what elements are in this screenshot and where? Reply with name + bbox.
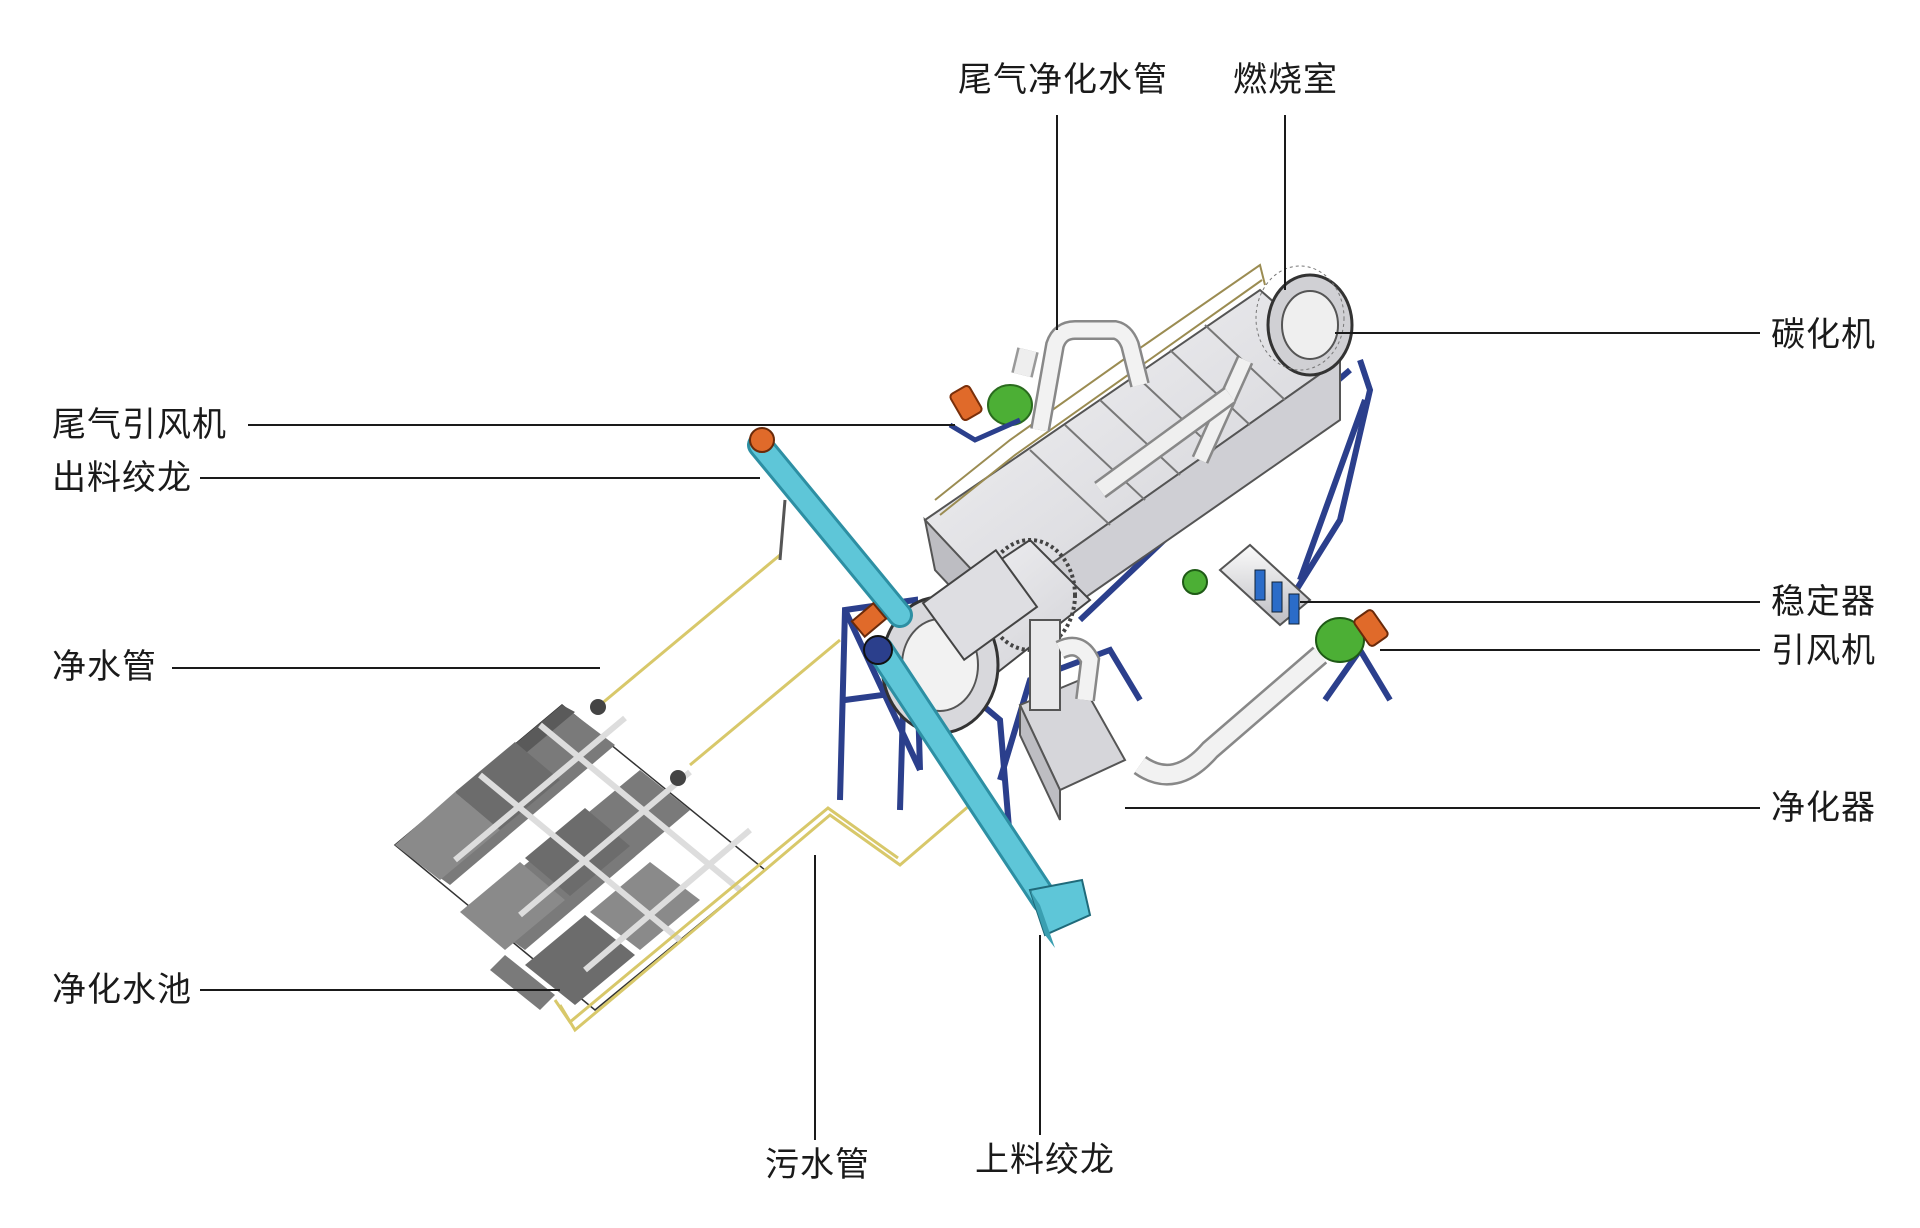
- pipe-valve-icon: [670, 770, 686, 786]
- exhaust-fan-graphic: [948, 347, 1039, 443]
- purifier-graphic: [1018, 619, 1328, 821]
- combustion-chamber-graphic: [1255, 265, 1354, 377]
- label-purifier: 净化器: [1771, 788, 1876, 828]
- exhaust-water-pipe-graphic: [1030, 320, 1254, 499]
- feed-auger-graphic: [850, 601, 1092, 948]
- label-discharge-auger: 出料绞龙: [52, 458, 192, 498]
- label-feed-auger: 上料绞龙: [975, 1140, 1115, 1180]
- pipe-valve-icon: [590, 699, 606, 715]
- label-stabilizer: 稳定器: [1771, 582, 1876, 622]
- purification-pool-graphic: [393, 704, 767, 1011]
- label-sewage-pipe: 污水管: [765, 1145, 870, 1185]
- stabilizer-graphic: [1182, 543, 1312, 627]
- induced-fan-graphic: [1315, 609, 1389, 663]
- label-combustion-chamber: 燃烧室: [1233, 60, 1338, 100]
- label-clean-water-pipe: 净水管: [52, 647, 157, 687]
- label-carbonizer: 碳化机: [1771, 315, 1876, 355]
- label-purification-pool: 净化水池: [52, 970, 192, 1010]
- label-induced-fan: 引风机: [1771, 631, 1876, 671]
- label-exhaust-water-pipe: 尾气净化水管: [958, 60, 1168, 100]
- label-exhaust-fan: 尾气引风机: [52, 405, 227, 445]
- discharge-auger-graphic: [747, 427, 913, 628]
- leader-lines: [172, 115, 1760, 1140]
